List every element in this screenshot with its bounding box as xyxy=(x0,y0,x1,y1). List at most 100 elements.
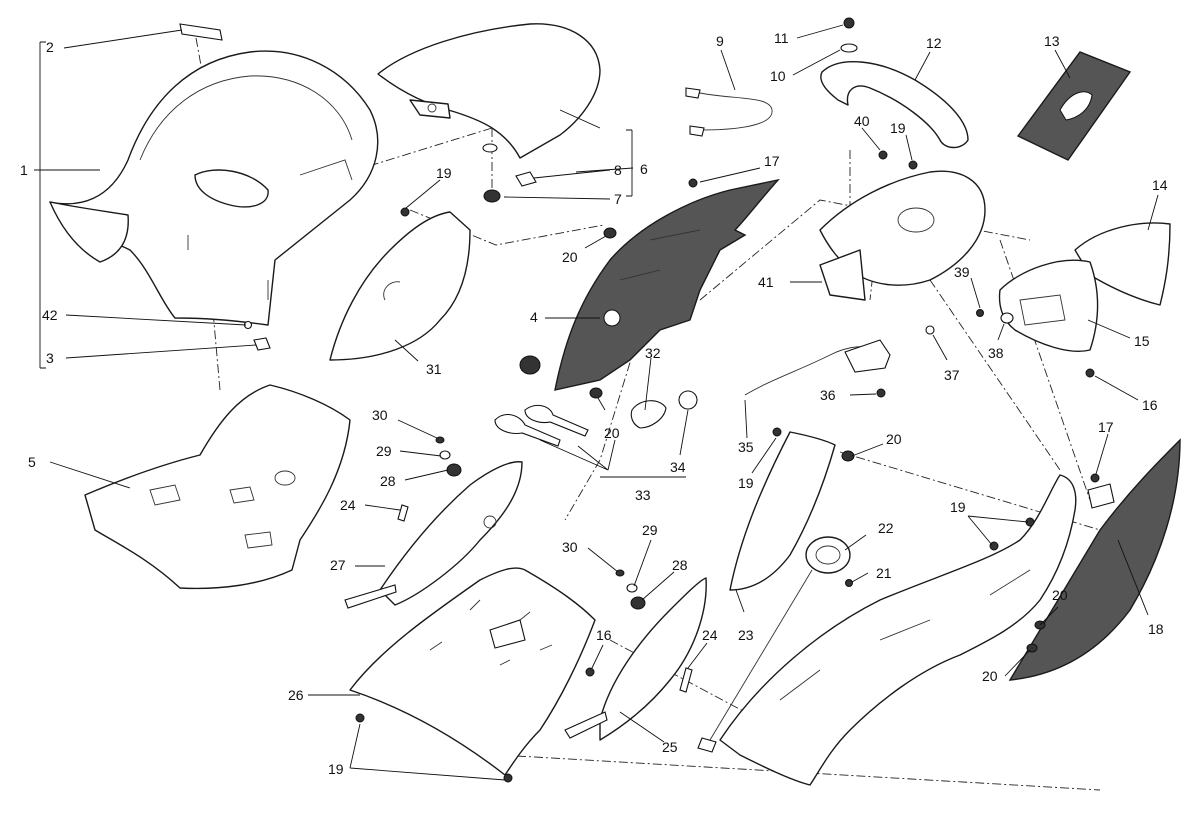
part-29-washer-a xyxy=(439,450,451,460)
callout-10: 10 xyxy=(770,68,786,84)
callout-3: 3 xyxy=(46,350,54,366)
passenger-seat xyxy=(377,23,601,159)
callout-27: 27 xyxy=(330,557,346,573)
part-24-pin-b xyxy=(679,667,693,693)
callout-17-b: 17 xyxy=(1098,419,1114,435)
callout-13: 13 xyxy=(1044,33,1060,49)
part-8-plate xyxy=(515,171,537,187)
callout-37: 37 xyxy=(944,367,960,383)
callout-4: 4 xyxy=(530,309,538,325)
part-9-cable xyxy=(685,87,773,137)
part-31-side-cover xyxy=(329,211,471,361)
callout-20-c: 20 xyxy=(886,431,902,447)
callout-21: 21 xyxy=(876,565,892,581)
callout-28-b: 28 xyxy=(672,557,688,573)
part-20-nut-b xyxy=(589,387,603,399)
callout-12: 12 xyxy=(926,35,942,51)
callout-38: 38 xyxy=(988,345,1004,361)
part-35-release-cable xyxy=(744,339,891,396)
part-37-screw xyxy=(925,325,935,335)
callout-19-e: 19 xyxy=(328,761,344,777)
part-19-screw-b xyxy=(908,160,918,170)
callout-19-b: 19 xyxy=(890,120,906,136)
callout-19-a: 19 xyxy=(436,165,452,181)
callout-40: 40 xyxy=(854,113,870,129)
callout-20-b: 20 xyxy=(604,425,620,441)
part-12-grab-handle xyxy=(820,61,969,149)
rider-seat xyxy=(49,50,379,326)
part-32-lock-cylinder xyxy=(630,400,667,429)
part-16-screw-b xyxy=(585,667,595,677)
part-13-badge xyxy=(1016,51,1132,161)
part-23-inner-guard xyxy=(729,431,836,591)
part-30-nut-a xyxy=(435,436,445,444)
callout-11: 11 xyxy=(774,30,789,46)
part-29-washer-b xyxy=(626,583,638,593)
callout-15: 15 xyxy=(1134,333,1150,349)
callout-29-a: 29 xyxy=(376,443,392,459)
part-10-washer xyxy=(840,43,858,53)
part-8-spacer xyxy=(482,143,498,153)
callout-5: 5 xyxy=(28,454,36,470)
part-33-lock-barrel xyxy=(519,355,541,375)
callout-32: 32 xyxy=(645,345,661,361)
callout-20-e: 20 xyxy=(982,668,998,684)
part-19-screw-e xyxy=(355,713,365,723)
part-39-screw xyxy=(976,309,984,317)
part-27-lock-assembly xyxy=(344,461,523,609)
part-41-bracket xyxy=(819,170,986,301)
part-14-lens xyxy=(1074,222,1171,306)
callout-42: 42 xyxy=(42,307,58,323)
part-26-tray xyxy=(349,567,596,776)
part-21-screw xyxy=(845,579,853,587)
part-20-nut xyxy=(603,227,617,239)
rear-subframe xyxy=(719,474,1077,786)
callout-30-a: 30 xyxy=(372,407,388,423)
callout-22: 22 xyxy=(878,520,894,536)
part-18-tail-panel xyxy=(1008,438,1181,681)
callout-31: 31 xyxy=(426,361,442,377)
callout-29-b: 29 xyxy=(642,522,658,538)
part-19-screw-a xyxy=(400,207,410,217)
part-28-bush-a xyxy=(446,463,462,477)
part-19-screw-d xyxy=(772,427,782,437)
part-17-screw xyxy=(688,178,698,188)
leader-lines xyxy=(34,24,1159,781)
callout-14: 14 xyxy=(1152,177,1168,193)
part-3-plate xyxy=(253,337,271,351)
part-17-screw-b xyxy=(1090,473,1100,483)
callout-16-b: 16 xyxy=(596,627,612,643)
part-38-grommet xyxy=(1000,312,1014,324)
callout-23: 23 xyxy=(738,627,754,643)
part-22-disc-cable xyxy=(697,536,851,753)
part-28-bush-b xyxy=(630,596,646,610)
part-5-seat-pan xyxy=(84,384,351,590)
callout-7: 7 xyxy=(614,191,622,207)
callout-2: 2 xyxy=(46,39,54,55)
part-20-nut-c xyxy=(841,450,855,462)
callout-25: 25 xyxy=(662,739,678,755)
part-17-clip xyxy=(1087,483,1115,509)
part-36-screw xyxy=(876,388,886,398)
part-19-screw-g xyxy=(989,541,999,551)
part-16-screw-a xyxy=(1085,368,1095,378)
callout-17-a: 17 xyxy=(764,153,780,169)
callout-8: 8 xyxy=(614,162,622,178)
part-4-tail-cover xyxy=(554,178,780,391)
part-7-bush xyxy=(483,189,501,203)
callout-34: 34 xyxy=(670,459,686,475)
part-20-nut-e xyxy=(1026,643,1038,653)
part-24-pin-a xyxy=(397,504,409,522)
part-2-grommet xyxy=(179,23,223,41)
callout-1: 1 xyxy=(20,162,28,178)
callout-6: 6 xyxy=(640,161,648,177)
callout-20-a: 20 xyxy=(562,249,578,265)
part-11-screw xyxy=(843,17,855,29)
callout-30-b: 30 xyxy=(562,539,578,555)
callout-19-d: 19 xyxy=(738,475,754,491)
callout-19-c: 19 xyxy=(950,499,966,515)
callout-28-a: 28 xyxy=(380,473,396,489)
callout-24-a: 24 xyxy=(340,497,356,513)
